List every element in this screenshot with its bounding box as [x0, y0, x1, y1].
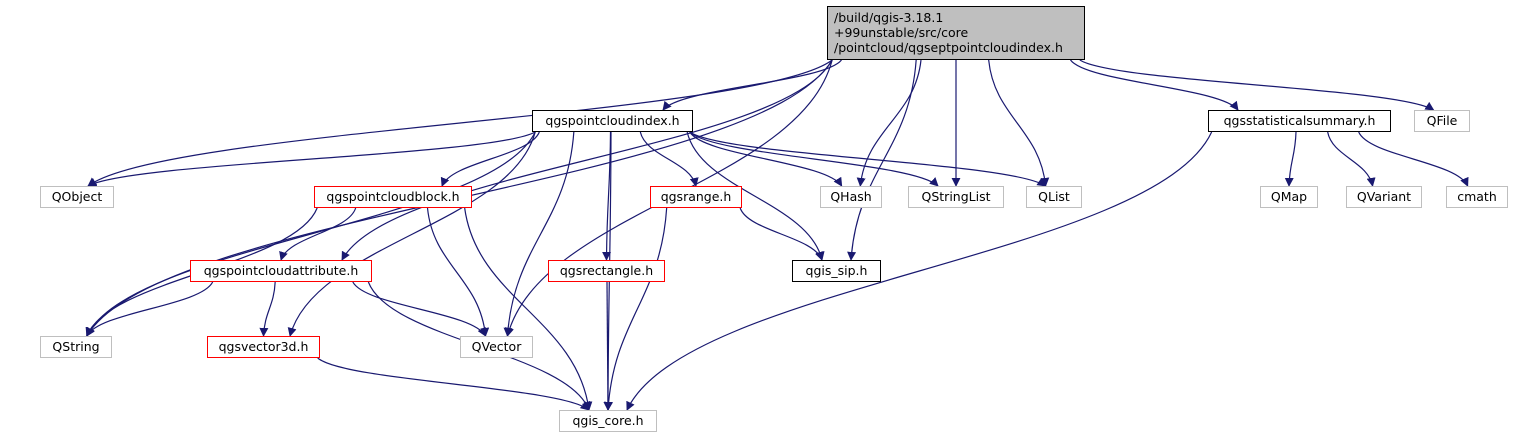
edge-qgspointcloudindex-to-qgspointcloudblock: [440, 131, 540, 187]
node-qstringlist: QStringList: [908, 186, 1004, 208]
edge-qgspointcloudattribute-to-qgsvector3d: [259, 281, 276, 337]
edge-qgspointcloudblock-to-qgis_core: [464, 207, 593, 411]
edge-qgspointcloudindex-to-qobject: [87, 131, 536, 187]
root-node[interactable]: /build/qgis-3.18.1 +99unstable/src/core …: [827, 6, 1085, 60]
edge-qgspointcloudindex-to-qgsvector3d: [287, 131, 536, 337]
edge-root-to-qgspointcloudattribute: [341, 59, 833, 261]
node-qlist: QList: [1026, 186, 1082, 208]
edge-qgsrange-to-qgis_core: [604, 207, 668, 411]
edge-qgspointcloudindex-to-qhash: [689, 131, 843, 187]
edge-qgspointcloudattribute-to-qvector: [352, 281, 487, 337]
edge-qgsvector3d-to-qgis_core: [317, 357, 590, 411]
edge-qgsstatisticalsummary-to-qgis_core: [626, 131, 1213, 411]
node-qobject: QObject: [40, 186, 114, 208]
node-qvariant: QVariant: [1346, 186, 1422, 208]
node-qgsvector3d[interactable]: qgsvector3d.h: [207, 336, 320, 358]
edge-root-to-qlist: [988, 59, 1050, 187]
edge-qgspointcloudindex-to-qgsrange: [639, 131, 699, 187]
node-qgis-sip[interactable]: qgis_sip.h: [792, 260, 881, 282]
root-line-2: +99unstable/src/core: [834, 25, 969, 40]
edge-qgsrectangle-to-qgis_core: [603, 281, 613, 411]
node-cmath: cmath: [1446, 186, 1508, 208]
edge-qgsstatisticalsummary-to-qmap: [1284, 131, 1297, 187]
edge-root-to-qfile: [1079, 59, 1435, 111]
node-qvector: QVector: [460, 336, 533, 358]
edge-root-to-qgsstatisticalsummary: [1070, 59, 1239, 111]
node-qfile: QFile: [1414, 110, 1470, 132]
node-qmap: QMap: [1260, 186, 1318, 208]
node-qgspointcloudattribute[interactable]: qgspointcloudattribute.h: [190, 260, 372, 282]
edge-qgspointcloudindex-to-qstringlist: [689, 131, 939, 187]
edge-qgspointcloudindex-to-qgsrectangle: [602, 131, 612, 261]
edge-qgspointcloudblock-to-qgspointcloudattribute: [279, 207, 357, 261]
root-line-3: /pointcloud/qgseptpointcloudindex.h: [834, 40, 1063, 55]
edge-root-to-qhash: [856, 59, 922, 187]
node-qgsstatisticalsummary[interactable]: qgsstatisticalsummary.h: [1208, 110, 1391, 132]
edge-qgspointcloudindex-to-qgis_sip: [686, 131, 825, 261]
edge-qgspointcloudblock-to-qvector: [426, 207, 490, 337]
edge-root-to-qobject: [87, 59, 833, 187]
edge-qgspointcloudattribute-to-qstring: [86, 281, 214, 337]
node-qgis-core: qgis_core.h: [559, 410, 657, 432]
edges-layer: [85, 59, 1469, 411]
edge-qgsrange-to-qgis_sip: [739, 207, 824, 261]
node-qstring: QString: [40, 336, 112, 358]
edge-qgsstatisticalsummary-to-cmath: [1358, 131, 1469, 187]
node-qhash: QHash: [820, 186, 882, 208]
edge-qgspointcloudindex-to-qstring: [86, 131, 536, 337]
node-qgspointcloudblock[interactable]: qgspointcloudblock.h: [314, 186, 472, 208]
node-qgsrectangle[interactable]: qgsrectangle.h: [548, 260, 665, 282]
node-qgspointcloudindex[interactable]: qgspointcloudindex.h: [532, 110, 693, 132]
edge-qgspointcloudindex-to-qlist: [689, 131, 1047, 187]
root-line-1: /build/qgis-3.18.1: [834, 10, 944, 25]
edge-qgsstatisticalsummary-to-qvariant: [1327, 131, 1376, 187]
edge-qgspointcloudindex-to-qvector: [503, 131, 575, 337]
edge-root-to-qgspointcloudindex: [662, 59, 842, 111]
node-qgsrange[interactable]: qgsrange.h: [650, 186, 742, 208]
